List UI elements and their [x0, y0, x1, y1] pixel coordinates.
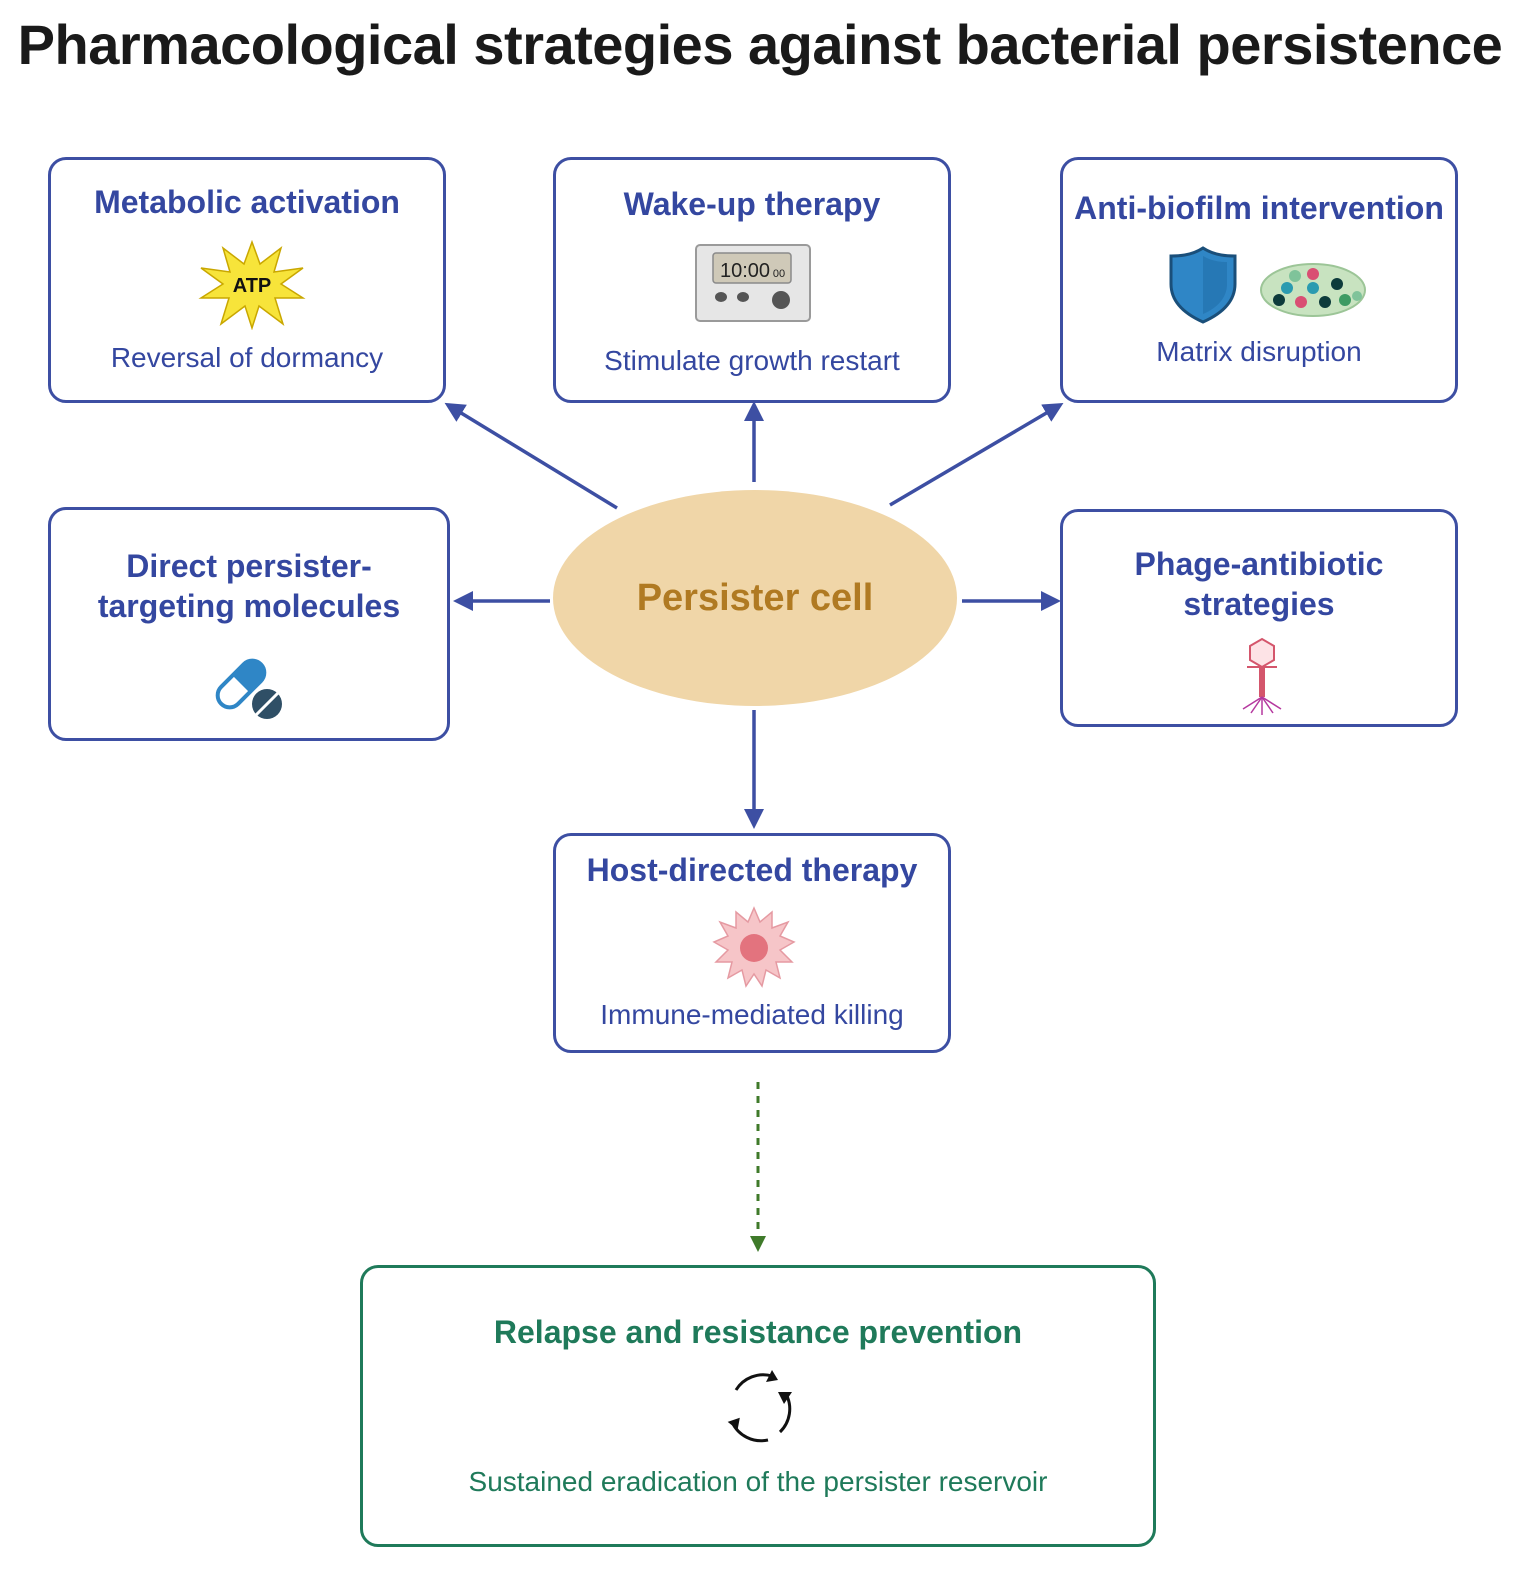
- anti-biofilm-title: Anti-biofilm intervention: [1074, 190, 1444, 226]
- wake-up-therapy-subtitle: Stimulate growth restart: [604, 345, 900, 376]
- host-directed-subtitle: Immune-mediated killing: [600, 999, 904, 1030]
- relapse-prevention-subtitle: Sustained eradication of the persister r…: [468, 1466, 1048, 1497]
- page-title: Pharmacological strategies against bacte…: [17, 13, 1503, 76]
- direct-targeting-title-line1: Direct persister-: [126, 548, 372, 584]
- phage-antibiotic-title-line2: strategies: [1183, 586, 1335, 622]
- atp-burst-icon: ATP: [198, 240, 306, 330]
- metabolic-activation-subtitle: Reversal of dormancy: [110, 342, 384, 373]
- svg-text:10:00: 10:00: [720, 260, 770, 282]
- anti-biofilm-subtitle: Matrix disruption: [1156, 336, 1362, 367]
- shield-biofilm-icon: [1169, 246, 1366, 324]
- direct-targeting-box: Direct persister- targeting molecules: [48, 507, 450, 741]
- arrow-to-biofilm: [889, 402, 1064, 507]
- arrow-to-metabolic: [444, 402, 618, 510]
- direct-targeting-title-line2: targeting molecules: [97, 588, 401, 624]
- wake-up-therapy-box: Wake-up therapy 10:00 00 Stimulate growt…: [553, 157, 951, 403]
- host-directed-box: Host-directed therapy Immune-mediated ki…: [553, 833, 951, 1053]
- persister-cell-label: Persister cell: [636, 576, 874, 619]
- timer-icon: 10:00 00: [695, 244, 811, 322]
- metabolic-activation-box: Metabolic activation ATP Reversal of dor…: [48, 157, 446, 403]
- phage-icon: [1242, 637, 1282, 715]
- metabolic-activation-title: Metabolic activation: [94, 184, 400, 220]
- persister-cell-node: Persister cell: [553, 490, 957, 706]
- svg-text:00: 00: [773, 268, 785, 280]
- wake-up-therapy-title: Wake-up therapy: [623, 186, 881, 222]
- cycle-arrows-icon: [727, 1370, 792, 1443]
- phage-antibiotic-title-line1: Phage-antibiotic: [1134, 546, 1384, 582]
- immune-cell-icon: [712, 906, 796, 988]
- relapse-prevention-box: Relapse and resistance prevention Sustai…: [360, 1265, 1156, 1547]
- svg-text:ATP: ATP: [233, 275, 272, 297]
- anti-biofilm-box: Anti-biofilm intervention Matrix disrupt…: [1060, 157, 1458, 403]
- pill-icon: [215, 658, 282, 719]
- host-directed-title: Host-directed therapy: [586, 852, 918, 888]
- relapse-prevention-title: Relapse and resistance prevention: [493, 1314, 1023, 1350]
- phage-antibiotic-box: Phage-antibiotic strategies: [1060, 509, 1458, 727]
